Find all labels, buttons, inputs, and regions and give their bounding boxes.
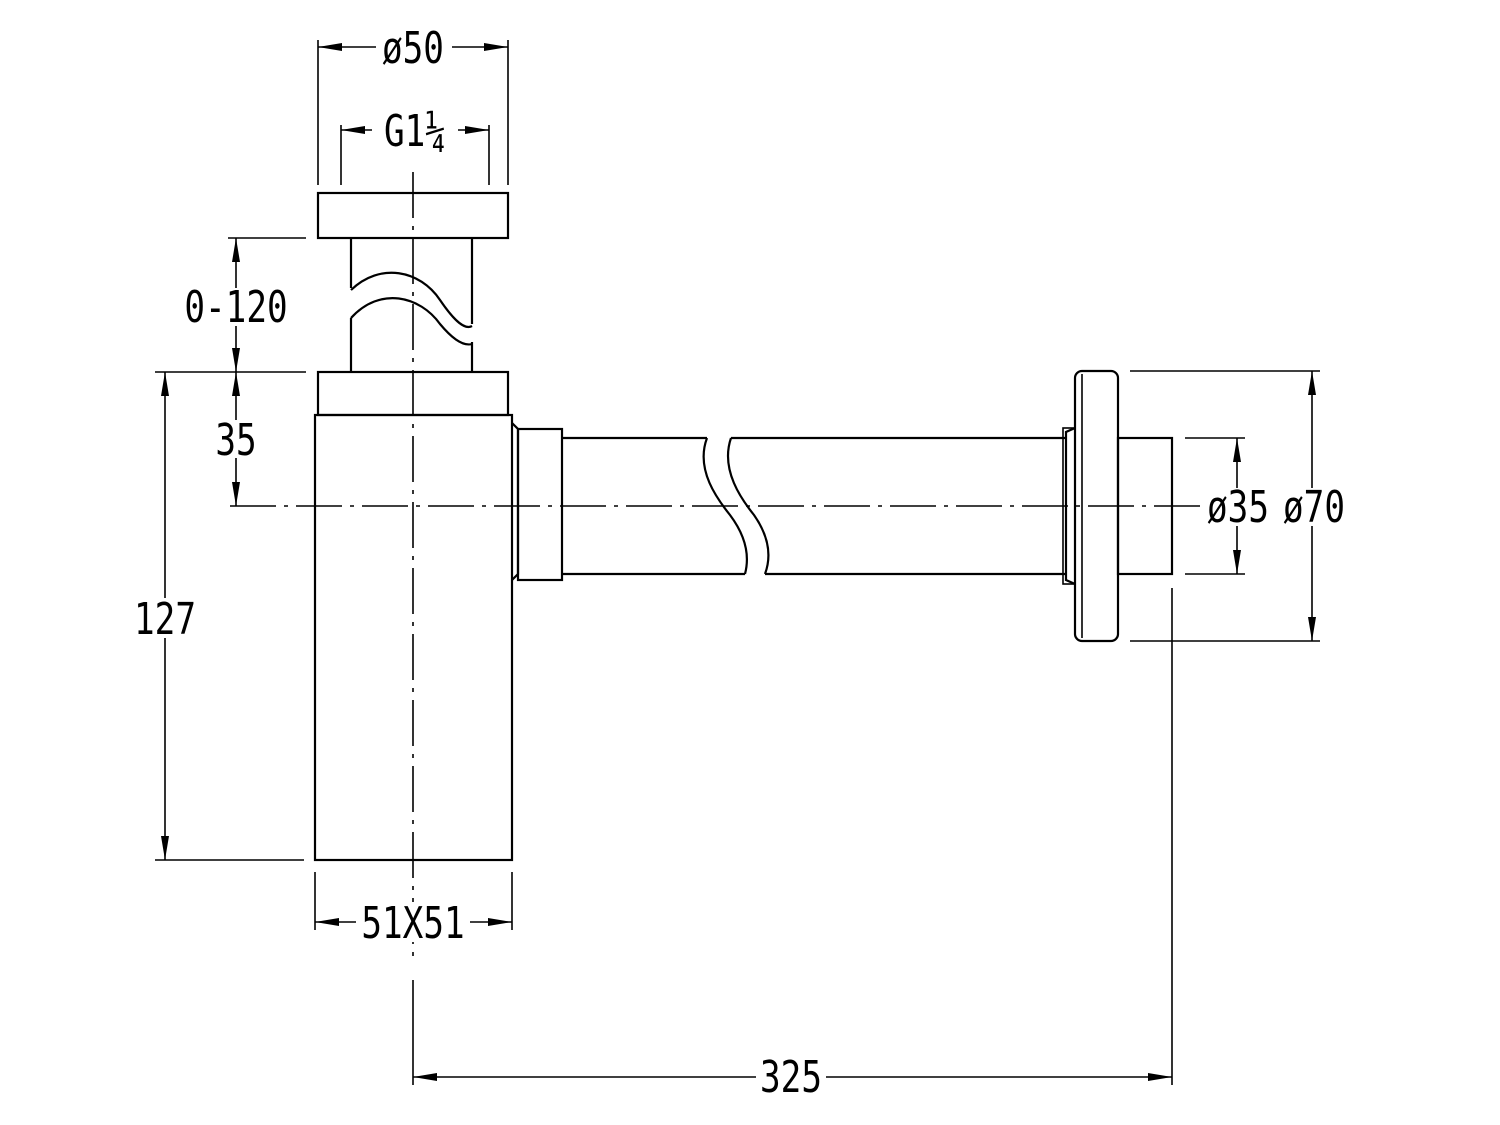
outlet-nut: [511, 422, 564, 582]
dimension-thread-size: G1¼: [341, 106, 489, 157]
extension-lines: [155, 40, 1320, 1085]
label-outlet-drop: 35: [215, 415, 256, 466]
dimension-outlet-drop: 35: [212, 372, 260, 506]
dimension-flange-diameter: ø70: [1276, 371, 1352, 641]
dimension-total-height: 127: [132, 372, 198, 860]
dimension-body-section: 51X51: [315, 898, 512, 949]
label-horizontal-length: 325: [760, 1052, 822, 1103]
label-total-height: 127: [134, 594, 196, 645]
dimension-outer-diameter: ø50: [318, 23, 508, 74]
dimension-height-adjust: 0-120: [178, 238, 294, 372]
telescopic-tube: [349, 238, 474, 372]
outlet-pipe: [562, 436, 1066, 576]
label-body-section: 51X51: [361, 898, 464, 949]
dimension-pipe-diameter: ø35: [1200, 438, 1276, 574]
label-thread-size: G1¼: [384, 106, 446, 157]
label-outer-diameter: ø50: [382, 23, 444, 74]
label-pipe-diameter: ø35: [1207, 482, 1269, 533]
dimension-horizontal-length: 325: [413, 1052, 1172, 1103]
label-height-adjust: 0-120: [184, 282, 287, 333]
label-flange-diameter: ø70: [1283, 482, 1345, 533]
